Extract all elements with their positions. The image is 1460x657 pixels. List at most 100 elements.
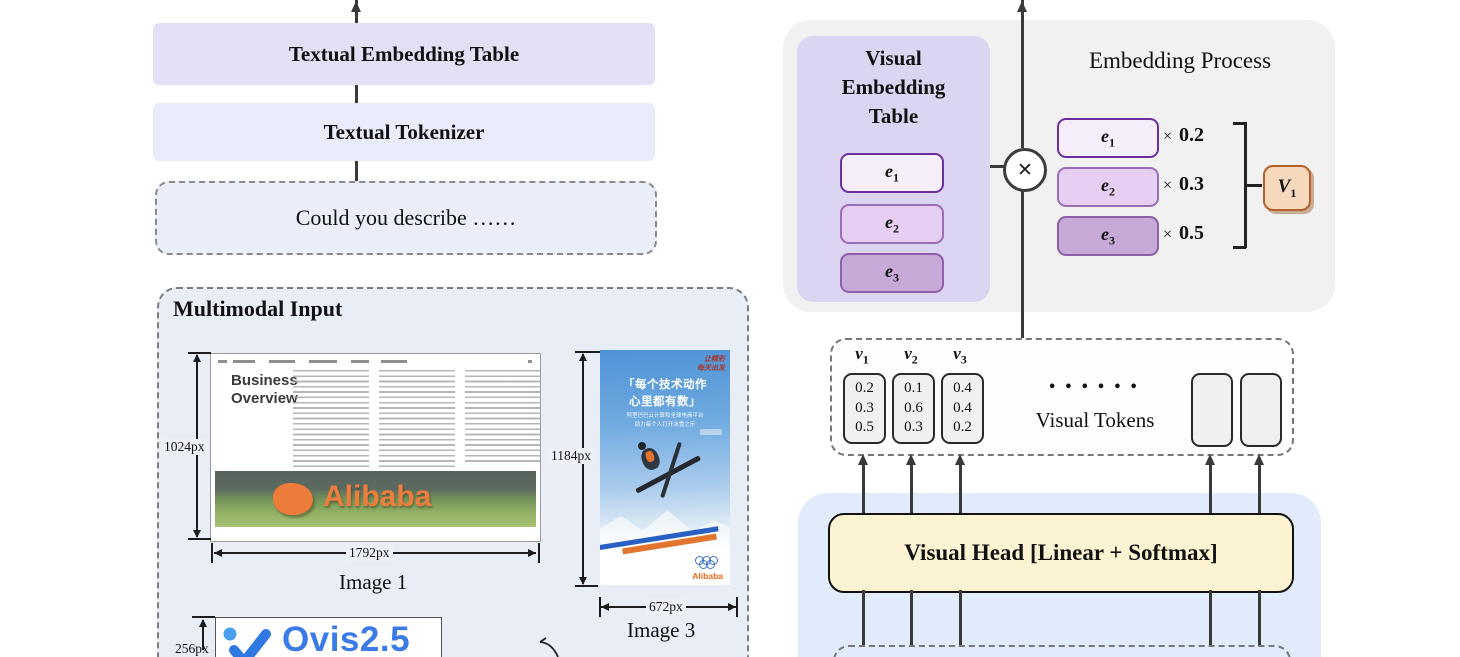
prob-value: 0.1 — [904, 380, 923, 397]
e2-label: e2 — [885, 211, 899, 236]
process-e2-label: e2 — [1101, 174, 1115, 199]
image1-caption: Image 1 — [339, 570, 408, 594]
embedding-e2-box: e2 — [840, 204, 944, 244]
arrowhead-icon — [728, 603, 736, 611]
poster-headline: 「每个技术动作 心里都有数」 — [600, 377, 730, 410]
arrowhead-icon — [601, 603, 609, 611]
dim-ext-line — [211, 543, 213, 563]
dim-ext-line — [736, 597, 738, 617]
visual-tokens-label: Visual Tokens — [1035, 408, 1155, 432]
poster-subline2: 助力每个人打开冰雪之乐 — [634, 421, 696, 428]
up-arrow-line — [1258, 464, 1261, 513]
skier-head — [638, 442, 646, 450]
bracket-to-v1-tick — [1246, 184, 1262, 187]
embedding-process-title: Embedding Process — [1088, 48, 1272, 73]
arrowhead-icon — [193, 530, 201, 538]
lower-line — [1209, 590, 1212, 646]
multimodal-input-title: Multimodal Input — [173, 296, 343, 321]
lower-line — [959, 590, 962, 646]
process-e1-box: e1 — [1057, 118, 1159, 158]
trunk-line — [1021, 0, 1024, 148]
v2-column-label: v2 — [904, 344, 918, 367]
olympic-ring-icon — [705, 560, 715, 569]
doc-text-column — [465, 370, 541, 464]
prob-value: 0.3 — [904, 419, 923, 436]
arrowhead-up-icon — [857, 454, 868, 465]
poster-badge — [700, 429, 722, 435]
doc-heading-line1: Business — [231, 372, 298, 389]
image1-width-label: 1792px — [346, 545, 393, 561]
bracket-tick — [1233, 246, 1246, 249]
textual-tokenizer-box: Textual Tokenizer — [153, 103, 655, 161]
poster-subline1: 阿里巴巴云计算和全球电商平台 — [626, 413, 704, 419]
connector-line — [355, 161, 358, 181]
arrowhead-icon — [214, 549, 222, 557]
dim-ext-line — [538, 543, 540, 563]
v1-label: V1 — [1277, 175, 1297, 200]
doc-nav-item — [233, 360, 255, 363]
process-e3-label: e3 — [1101, 223, 1115, 248]
alibaba-logo-mark — [273, 483, 313, 515]
arrowhead-up-icon — [1204, 454, 1215, 465]
e1-label: e1 — [885, 160, 899, 185]
textual-embedding-table-box: Textual Embedding Table — [153, 23, 655, 85]
text-prompt-box: Could you describe …… — [155, 181, 657, 255]
trunk-line — [1021, 186, 1024, 338]
logo-height-label: 256px — [175, 641, 209, 656]
ovis-check-icon — [223, 627, 271, 657]
image3-width-label: 672px — [646, 599, 686, 615]
arrowhead-up-icon — [954, 454, 965, 465]
text-prompt: Could you describe …… — [295, 205, 517, 230]
arrowhead-icon — [193, 354, 201, 362]
poster-subtext: 阿里巴巴云计算和全球电商平台 助力每个人打开冰雪之乐 — [600, 412, 730, 430]
v1-column-label: v1 — [855, 344, 869, 367]
arrowhead-up-icon — [1253, 454, 1264, 465]
process-weight-2: ×0.3 — [1163, 173, 1205, 195]
bracket-tick — [1233, 122, 1246, 125]
doc-nav-item — [381, 360, 407, 363]
v3-column-label: v3 — [953, 344, 967, 367]
visual-embedding-table-title: Visual Embedding Table — [797, 44, 990, 131]
lower-line — [910, 590, 913, 646]
image3-height-arrow — [582, 354, 584, 584]
process-e3-box: e3 — [1057, 216, 1159, 256]
textual-tokenizer-label: Textual Tokenizer — [323, 119, 485, 144]
arrowhead-up-icon — [1016, 1, 1027, 12]
arrowhead-icon — [579, 577, 587, 585]
textual-embedding-table-label: Textual Embedding Table — [288, 41, 520, 66]
prob-value: 0.4 — [953, 399, 972, 416]
prob-value: 0.4 — [953, 380, 972, 397]
otimes-operator-icon: ✕ — [1003, 148, 1047, 192]
up-arrow-line — [959, 464, 962, 513]
logo-height-arrow — [202, 620, 204, 650]
visual-head-box: Visual Head [Linear + Softmax] — [828, 513, 1294, 593]
doc-photo-alibaba: Alibaba — [215, 471, 536, 527]
connector-line — [355, 85, 358, 103]
up-arrow-line — [862, 464, 865, 513]
token-prob-column-1: 0.2 0.3 0.5 — [843, 373, 886, 444]
process-weight-1: ×0.2 — [1163, 124, 1205, 146]
empty-token-box — [1191, 373, 1233, 447]
arrowhead-up-icon — [350, 1, 361, 12]
vet-title-line1: Visual — [865, 46, 922, 70]
lower-line — [862, 590, 865, 646]
doc-menu-icon — [218, 360, 227, 363]
dim-tick — [575, 585, 598, 587]
ellipsis-dots: •••••• — [1048, 380, 1146, 395]
prob-value: 0.6 — [904, 399, 923, 416]
poster-script-text: 让精彩 每天出发 — [697, 355, 725, 373]
poster-headline-line1: 「每个技术动作 — [623, 379, 707, 391]
doc-nav-item — [309, 360, 337, 363]
dim-tick — [192, 616, 215, 618]
otimes-glyph: ✕ — [1017, 159, 1033, 181]
doc-nav-dot — [528, 360, 532, 363]
v1-output-box: V1 — [1263, 165, 1311, 211]
bracket — [1244, 122, 1247, 248]
arrowhead-up-icon — [905, 454, 916, 465]
doc-nav-item — [269, 360, 295, 363]
token-prob-column-3: 0.4 0.4 0.2 — [941, 373, 984, 444]
poster-headline-line2: 心里都有数」 — [629, 395, 701, 408]
process-weight-3: ×0.5 — [1163, 222, 1205, 244]
doc-text-column — [293, 370, 369, 468]
